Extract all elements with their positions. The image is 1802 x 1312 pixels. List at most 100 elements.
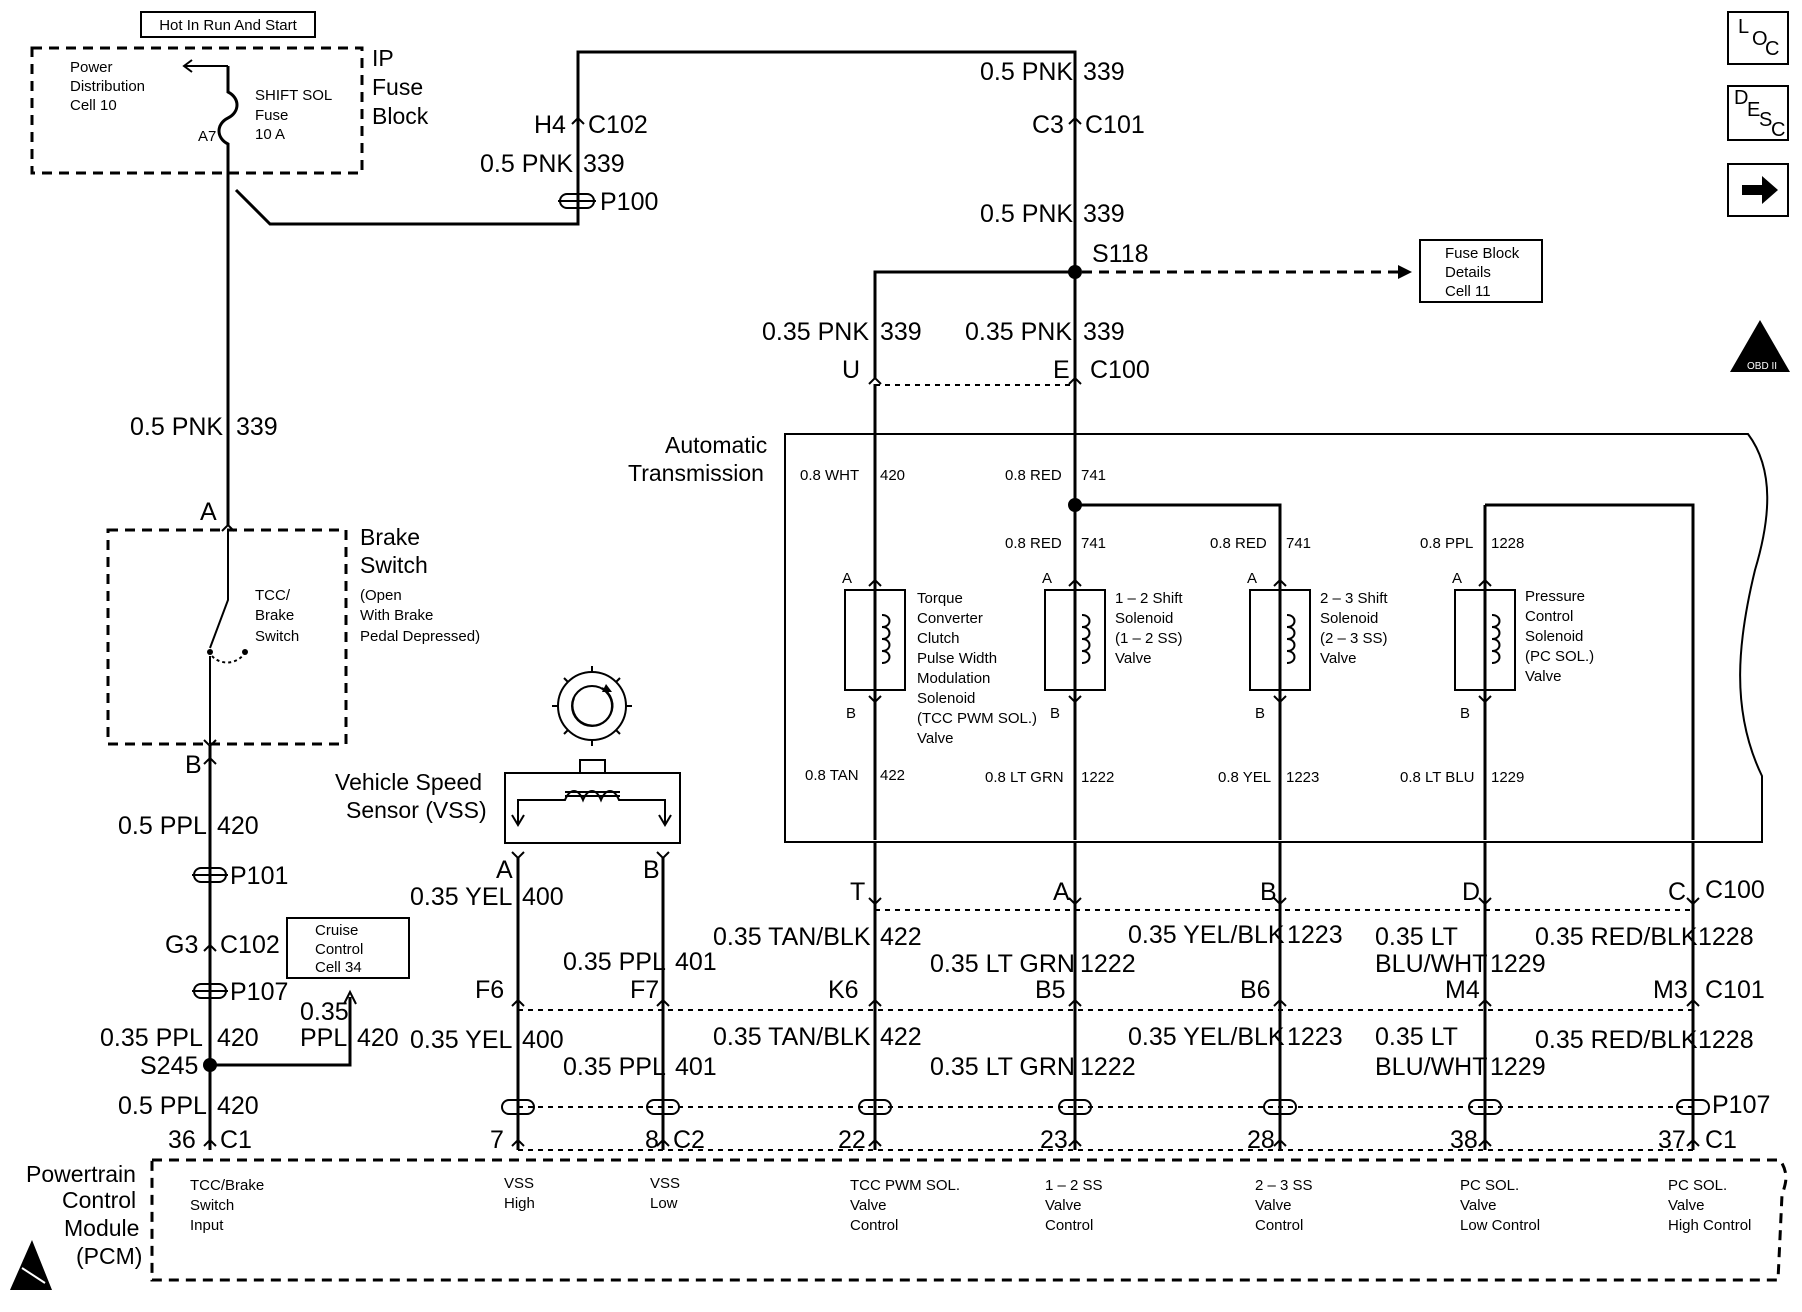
diagram-label: 0.35 YEL/BLK [1128,1023,1285,1051]
diagram-label: 0.35 LT [1375,1023,1458,1051]
diagram-label: 1223 [1287,1023,1343,1051]
pcm-title-4: (PCM) [76,1243,142,1269]
diagram-label: B [185,751,202,779]
diagram-label: 28 [1247,1126,1275,1154]
connector-c2: C2 [673,1126,705,1154]
diagram-label: Pressure [1525,588,1585,605]
connector-row-c100: T A B D C C100 [850,876,1765,911]
diagram-label: 1222 [1080,950,1136,978]
arrow-right-icon [1742,176,1778,204]
diagram-label: 0.35 LT GRN [930,1053,1075,1081]
location-button[interactable]: L O C [1727,11,1789,65]
diagram-label: 0.35 LT [1375,923,1458,951]
diagram-label: 0.35 YEL [410,883,513,911]
diagram-label: 1229 [1490,1053,1546,1081]
diagram-label: 0.35 YEL [410,1026,513,1054]
diagram-label: Pedal Depressed) [360,628,480,645]
diagram-label: 36 [168,1126,196,1154]
diagram-label: 0.35 [300,998,349,1026]
diagram-label: 0.35 PNK [965,318,1072,346]
diagram-label: 420 [217,1024,259,1052]
diagram-label: 420 [880,467,905,484]
diagram-label: 401 [675,948,717,976]
diagram-label: Solenoid [917,690,975,707]
diagram-label: Cell 10 [70,97,117,114]
brake-switch: Brake Switch (Open With Brake Pedal Depr… [106,524,480,746]
connector-s118: S118 [1092,240,1149,268]
diagram-label: Power [70,59,113,76]
diagram-label: Control [1525,608,1573,625]
diagram-label: Modulation [917,670,990,687]
diagram-label: (2 – 3 SS) [1320,630,1388,647]
diagram-label: PPL [300,1024,347,1052]
diagram-label: Details [1445,264,1491,281]
diagram-label: Input [190,1217,224,1234]
diagram-label: B [846,705,856,722]
next-page-button[interactable] [1727,163,1789,217]
diagram-label: 339 [1083,58,1125,86]
connector-h4: H4 [534,111,566,139]
pcm-title-2: Control [62,1187,136,1213]
diagram-label: 400 [522,883,564,911]
transmission-title-1: Automatic [665,432,767,458]
ip-fuse-block-title-1: IP [372,45,394,71]
pcm-pin-row: 7 8 C2 22 23 28 38 37 C1 [490,1126,1737,1154]
diagram-label: 0.5 PNK [130,413,223,441]
cruise-control-ref[interactable]: Cruise Control Cell 34 [286,917,410,979]
ip-fuse-block-title-3: Block [372,103,429,129]
diagram-label: 0.8 PPL [1420,535,1473,552]
diagram-label: 0.35 LT GRN [930,950,1075,978]
vss-title-2: Sensor (VSS) [346,797,487,823]
vehicle-speed-sensor: Vehicle Speed Sensor (VSS) [335,666,681,844]
diagram-label: F7 [630,976,659,1004]
diagram-label: 339 [236,413,278,441]
diagram-label: BLU/WHT [1375,950,1488,978]
diagram-label: Control [315,941,363,958]
diagram-label: Switch [255,628,299,645]
reluctor-wheel-icon [552,666,632,746]
diagram-label: S [1759,109,1772,131]
diagram-label: 422 [880,767,905,784]
diagram-label: 0.8 LT GRN [985,769,1064,786]
diagram-label: B [1050,705,1060,722]
description-button[interactable]: D E S C [1727,85,1789,141]
diagram-label: 0.35 TAN/BLK [713,1023,871,1051]
diagram-label: A [1452,570,1462,587]
connector-p100: P100 [600,188,658,216]
diagram-label: 422 [880,923,922,951]
diagram-label: Valve [1525,668,1561,685]
diagram-label: 1222 [1081,769,1114,786]
diagram-label: 420 [357,1024,399,1052]
diagram-label: A [496,856,513,884]
diagram-label: D [1462,878,1480,906]
diagram-label: 37 [1658,1126,1686,1154]
diagram-label: 0.35 PPL [100,1024,203,1052]
diagram-label: A [1247,570,1257,587]
connector-c1-right: C1 [1705,1126,1737,1154]
diagram-label: 741 [1081,535,1106,552]
diagram-label: OBD II [1747,361,1777,372]
diagram-label: PC SOL. [1460,1177,1519,1194]
diagram-label: Fuse [255,107,288,124]
diagram-label: 8 [645,1126,659,1154]
diagram-label: Valve [1668,1197,1704,1214]
shift-sol-fuse [217,66,239,173]
diagram-label: 2 – 3 Shift [1320,590,1388,607]
connector-c102-top: C102 [588,111,648,139]
diagram-label: Solenoid [1320,610,1378,627]
diagram-label: Torque [917,590,963,607]
connector-p107-right: P107 [1712,1091,1770,1119]
diagram-label: TCC/Brake [190,1177,264,1194]
diagram-label: 339 [1083,200,1125,228]
diagram-label: Distribution [70,78,145,95]
diagram-label: 0.35 RED/BLK [1535,923,1698,951]
diagram-label: 0.5 PNK [980,200,1073,228]
connector-c101-bottom: C101 [1705,976,1765,1004]
diagram-label: 0.8 RED [1210,535,1267,552]
diagram-label: Cruise [315,922,358,939]
diagram-label: 0.5 PNK [480,150,573,178]
fuse-block-details-ref[interactable]: Fuse Block Details Cell 11 [1419,239,1543,303]
automatic-transmission: Automatic Transmission [628,432,1769,843]
diagram-label: L [1738,16,1749,38]
